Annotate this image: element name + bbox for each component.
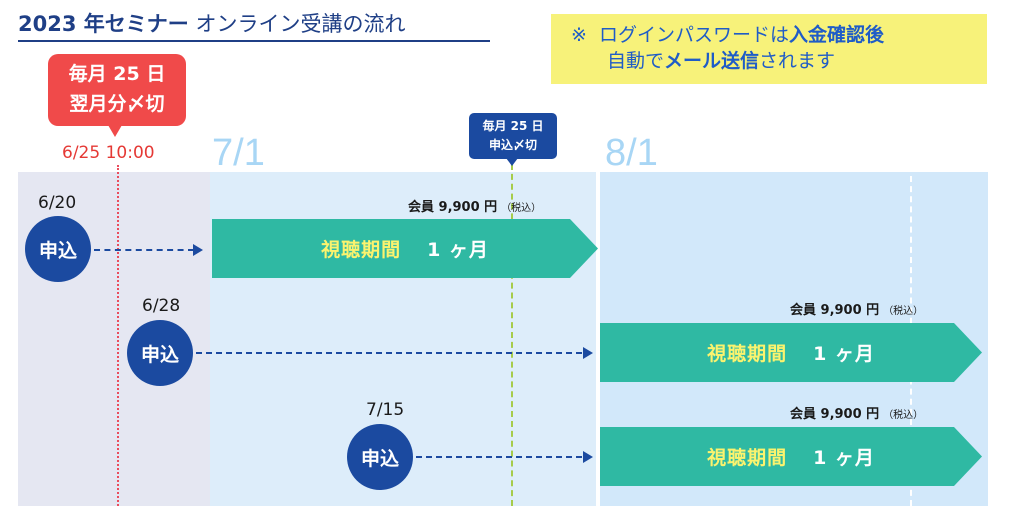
month-label-august: 8/1	[605, 132, 658, 174]
application-arrow	[94, 249, 194, 251]
title-subtitle: オンライン受講の流れ	[195, 12, 406, 36]
notice-line1-strong: 入金確認後	[789, 24, 885, 46]
fee-label: 会員 9,900 円（税込）	[790, 299, 923, 318]
title-year: 2023 年セミナー	[18, 12, 189, 36]
fee-tax-note: （税込）	[883, 410, 924, 421]
application-arrow	[416, 456, 582, 458]
arrowhead-icon	[583, 451, 593, 463]
deadline-callout-line1: 毎月 25 日	[68, 63, 166, 85]
application-circle: 申込	[25, 216, 91, 282]
notice-line1-text: ログインパスワードは	[599, 24, 790, 46]
period-duration: 1 ヶ月	[813, 343, 875, 365]
july-callout-line2: 申込〆切	[488, 138, 537, 152]
application-circle: 申込	[127, 320, 193, 386]
viewing-period-bar: 視聴期間 1 ヶ月	[600, 323, 982, 382]
fee-amount: 会員 9,900 円	[408, 200, 498, 215]
period-label: 視聴期間	[707, 343, 788, 365]
notice-mark: ※	[571, 24, 587, 46]
page-title: 2023 年セミナー オンライン受講の流れ	[18, 8, 405, 38]
month-label-july: 7/1	[212, 132, 265, 174]
deadline-line	[117, 165, 119, 506]
period-duration: 1 ヶ月	[427, 239, 489, 261]
application-circle: 申込	[347, 424, 413, 490]
password-notice: ※ ログインパスワードは入金確認後 自動でメール送信されます	[551, 14, 987, 84]
fee-tax-note: （税込）	[501, 203, 542, 214]
viewing-period-bar: 視聴期間 1 ヶ月	[600, 427, 982, 486]
application-date: 6/20	[38, 193, 77, 213]
fee-amount: 会員 9,900 円	[790, 407, 880, 422]
july-callout-pointer	[506, 158, 518, 166]
fee-label: 会員 9,900 円（税込）	[408, 196, 541, 215]
application-date: 6/28	[142, 296, 181, 316]
deadline-time: 6/25 10:00	[62, 143, 155, 163]
period-label: 視聴期間	[707, 447, 788, 469]
july-deadline-line	[511, 164, 513, 506]
title-underline	[18, 40, 490, 42]
fee-amount: 会員 9,900 円	[790, 303, 880, 318]
application-date: 7/15	[366, 400, 405, 420]
deadline-callout-line2: 翌月分〆切	[69, 93, 165, 115]
july-deadline-callout: 毎月 25 日 申込〆切	[469, 113, 557, 159]
notice-line-2: 自動でメール送信されます	[571, 48, 987, 74]
notice-line-1: ※ ログインパスワードは入金確認後	[571, 22, 987, 48]
july-callout-line1: 毎月 25 日	[482, 119, 544, 133]
notice-line2-post: されます	[759, 50, 836, 72]
application-arrow	[196, 352, 582, 354]
viewing-period-bar: 視聴期間 1 ヶ月	[212, 219, 598, 278]
fee-tax-note: （税込）	[883, 306, 924, 317]
arrowhead-icon	[583, 347, 593, 359]
period-label: 視聴期間	[321, 239, 402, 261]
period-duration: 1 ヶ月	[813, 447, 875, 469]
deadline-callout: 毎月 25 日 翌月分〆切	[48, 54, 186, 126]
notice-line2-pre: 自動で	[607, 50, 665, 72]
notice-line2-strong: メール送信	[664, 50, 760, 72]
deadline-callout-pointer	[108, 125, 122, 137]
arrowhead-icon	[193, 244, 203, 256]
fee-label: 会員 9,900 円（税込）	[790, 403, 923, 422]
